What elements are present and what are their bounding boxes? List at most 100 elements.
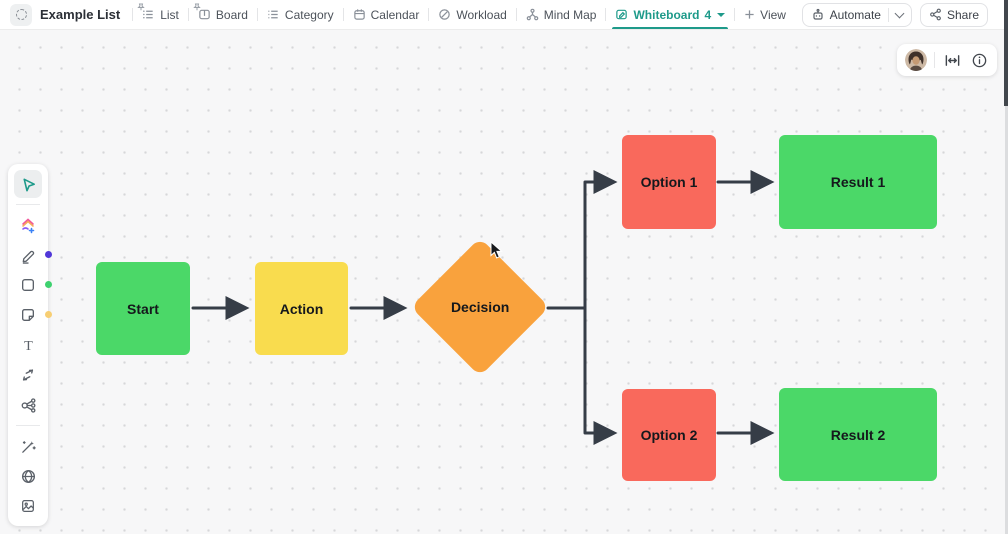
tool-select[interactable] [14,170,42,198]
automate-button[interactable]: Automate [801,2,912,27]
screen-edge-dark-strip [1004,0,1008,106]
tab-separator [132,8,134,21]
tool-pen[interactable] [14,241,52,269]
active-tab-underline [612,27,729,29]
calendar-icon [353,9,365,20]
widget-divider [934,52,935,68]
flow-node-decision[interactable]: Decision [410,237,550,377]
tab-separator [342,8,344,21]
button-divider [887,7,889,22]
tab-calendar[interactable]: Calendar [346,0,427,29]
flow-node-result1[interactable]: Result 1 [779,135,937,229]
tab-label: View [760,7,786,22]
share-icon [930,8,941,21]
rectangle-icon [22,279,34,291]
tool-mind-map[interactable] [14,391,42,419]
svg-text:T: T [24,338,33,354]
robot-icon [812,8,823,20]
flow-node-start[interactable]: Start [96,262,190,355]
toolbar-divider [16,204,40,205]
info-button[interactable] [969,50,989,70]
whiteboard-count: 4 [704,7,712,22]
magic-wand-icon [21,440,36,453]
pin-icon [193,3,201,11]
tool-shape[interactable] [14,271,52,299]
tab-mind-map[interactable]: Mind Map [519,0,604,29]
connector-arrows-icon [22,369,34,381]
pin-icon [137,3,145,11]
view-tabs: List Board Category Calendar Workload [130,0,793,29]
text-icon: T [24,338,33,354]
add-view-button[interactable]: View [737,0,793,29]
edge-decision-option1 [583,170,618,310]
node-label: Result 2 [830,426,886,443]
board-view-icon [193,3,211,21]
tab-whiteboard[interactable]: Whiteboard 4 [608,0,732,29]
fit-to-width-button[interactable] [942,50,962,70]
tab-separator [515,8,517,21]
tab-workload[interactable]: Workload [431,0,513,29]
tab-separator [428,8,430,21]
tab-label: Mind Map [543,7,597,22]
chevron-down-icon[interactable] [894,8,905,18]
automate-label: Automate [829,7,881,22]
tool-magic-wand[interactable] [14,432,42,460]
org-chart-icon [21,397,35,413]
plus-icon [745,10,754,19]
screen-edge-light-strip [1005,106,1008,534]
tab-separator [605,8,607,21]
node-label: Action [279,300,324,317]
flow-node-action[interactable]: Action [255,262,348,355]
whiteboard-icon [616,9,628,20]
pen-icon [22,250,34,264]
workload-icon [439,9,451,20]
node-label: Option 2 [640,427,698,443]
fit-width-icon [945,54,959,66]
list-status-icon[interactable] [10,3,32,26]
ai-shapes-icon [22,218,35,234]
mouse-cursor [490,241,503,259]
tab-label: Board [215,7,248,22]
node-label: Decision [450,298,510,315]
pen-color-dot [45,251,52,258]
info-icon [972,53,986,67]
avatar[interactable] [905,49,927,71]
share-button[interactable]: Share [919,2,988,27]
share-label: Share [946,7,979,22]
tool-image[interactable] [14,492,42,520]
tool-ai-shapes[interactable] [14,211,42,239]
tool-text[interactable]: T [14,331,42,359]
tab-separator [187,8,189,21]
tab-category[interactable]: Category [260,0,341,29]
page-title: Example List [40,7,121,22]
tab-label: Workload [456,7,507,22]
top-bar: Example List List Board Category Ca [0,0,1008,30]
image-icon [22,500,34,512]
sticky-note-icon [22,309,34,321]
list-view-icon [137,3,155,21]
tab-list[interactable]: List [135,0,186,29]
canvas-topright-widget [897,44,997,76]
node-label: Start [127,300,159,317]
flow-node-option2[interactable]: Option 2 [622,389,716,481]
tab-board[interactable]: Board [191,0,255,29]
tool-sticky-note[interactable] [14,301,52,329]
node-label: Option 1 [640,174,698,190]
drawing-toolbar: T [8,164,52,526]
cursor-icon [22,178,35,191]
flow-node-result2[interactable]: Result 2 [779,388,937,481]
tool-embed[interactable] [14,462,42,490]
tab-label: List [160,7,179,22]
whiteboard-canvas[interactable]: Start Action Decision Option 1 Result 1 … [0,30,1008,534]
toolbar-divider [16,425,40,426]
edge-decision-option2 [583,306,618,445]
top-bar-actions: Automate Share [801,2,998,27]
chevron-down-icon [717,12,726,17]
flow-node-option1[interactable]: Option 1 [622,135,716,229]
tab-label: Category [284,7,334,22]
mind-map-icon [526,8,539,21]
globe-icon [21,469,35,483]
tab-separator [734,8,736,21]
tool-connector[interactable] [14,361,42,389]
category-icon [268,10,278,19]
